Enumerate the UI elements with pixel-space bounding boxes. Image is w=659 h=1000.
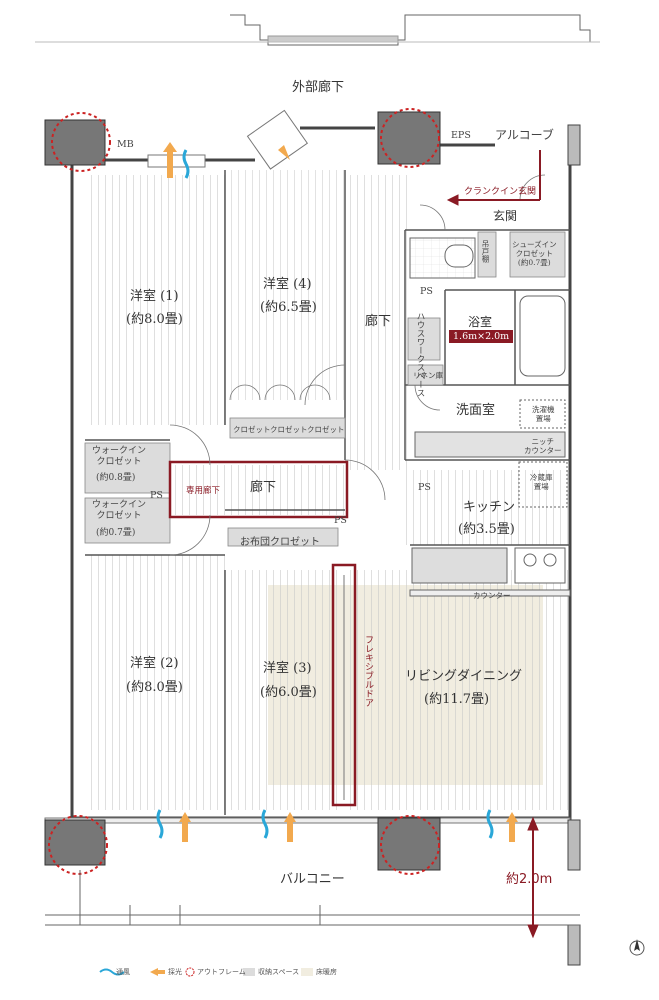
futon-closet-label: お布団クロゼット	[240, 537, 320, 548]
crank-entrance-label: クランクイン玄関	[464, 187, 537, 197]
linen-label: リネン庫	[413, 371, 443, 380]
fridge-label: 冷蔵庫 置場	[530, 473, 553, 491]
room3-size: (約6.0畳)	[260, 685, 317, 700]
legend-storage: 収納スペース	[258, 968, 300, 976]
counter-label: カウンター	[473, 591, 511, 600]
wic1-size: (約0.8畳)	[96, 473, 136, 483]
legend-icons	[99, 967, 313, 977]
kitchen-size: (約3.5畳)	[458, 522, 515, 537]
entrance-arrow	[446, 150, 541, 206]
closet-label-1: クロゼット	[233, 425, 271, 434]
entrance-label: 玄関	[493, 209, 518, 223]
room1-name: 洋室 (1)	[130, 289, 179, 304]
mb-label: MB	[117, 139, 134, 150]
wic2-label: ウォークイン クロゼット	[92, 500, 147, 521]
room2-name: 洋室 (2)	[130, 656, 179, 671]
room4-size: (約6.5畳)	[260, 300, 317, 315]
washer-label: 洗濯機 置場	[532, 405, 555, 423]
right-frame	[45, 124, 581, 966]
balcony-label: バルコニー	[280, 872, 345, 887]
ventilation-arrows	[156, 142, 518, 842]
legend-ventilation: 通風	[116, 968, 130, 976]
columns	[44, 108, 441, 875]
kitchen-name: キッチン	[463, 500, 516, 515]
ld-name: リビングダイニング	[405, 669, 523, 684]
door-swings	[169, 174, 546, 556]
wic1-label: ウォークイン クロゼット	[92, 446, 147, 467]
bath-label: 浴室	[468, 315, 493, 329]
private-hall-label: 専用廊下	[186, 486, 221, 496]
bath-size-label: 1.6m×2.0m	[449, 330, 514, 343]
flooring	[85, 170, 570, 810]
outside-corridor-label: 外部廊下	[292, 80, 345, 95]
flexible-door-outline	[331, 563, 357, 807]
ps-label-2: PS	[150, 490, 163, 501]
fixtures	[409, 237, 571, 597]
room1-size: (約8.0畳)	[126, 312, 183, 327]
shoe-closet-label: シューズイン クロゼット (約0.7畳)	[512, 240, 557, 267]
housework-label: ハウスワークスペース	[415, 312, 425, 397]
alcove-label: アルコーブ	[495, 128, 554, 142]
room2-size: (約8.0畳)	[126, 680, 183, 695]
ld-size: (約11.7畳)	[424, 692, 490, 707]
legend-outframe: アウトフレーム	[197, 968, 246, 976]
compass-icon	[629, 939, 645, 956]
ps-label-1: PS	[420, 286, 433, 297]
legend-floor-heating: 床暖房	[316, 968, 337, 976]
ps-label-4: PS	[334, 515, 347, 526]
flexible-door-label: フレキシブルドア	[363, 635, 373, 707]
private-hall-outline	[168, 460, 349, 519]
niche-label: ニッチ カウンター	[524, 437, 562, 455]
ps-label-3: PS	[418, 482, 431, 493]
room3-name: 洋室 (3)	[263, 661, 312, 676]
wic2-size: (約0.7畳)	[96, 528, 136, 538]
balcony-depth-arrow	[527, 816, 539, 939]
balcony-depth-label: 約2.0m	[506, 872, 553, 887]
hallway-center-label: 廊下	[250, 480, 277, 495]
washroom-label: 洗面室	[456, 403, 496, 418]
room4-name: 洋室 (4)	[263, 277, 312, 292]
storage-areas	[84, 231, 566, 547]
upper-building	[35, 14, 600, 46]
hallway-right-label: 廊下	[365, 314, 392, 329]
closet-label-2: クロゼット	[270, 425, 308, 434]
closet-label-3: クロゼット	[307, 425, 345, 434]
inner-walls	[85, 170, 570, 815]
eps-label: EPS	[451, 130, 471, 141]
toilet-shelf-label: 吊戸棚	[481, 240, 490, 263]
legend-light: 採光	[168, 968, 182, 976]
